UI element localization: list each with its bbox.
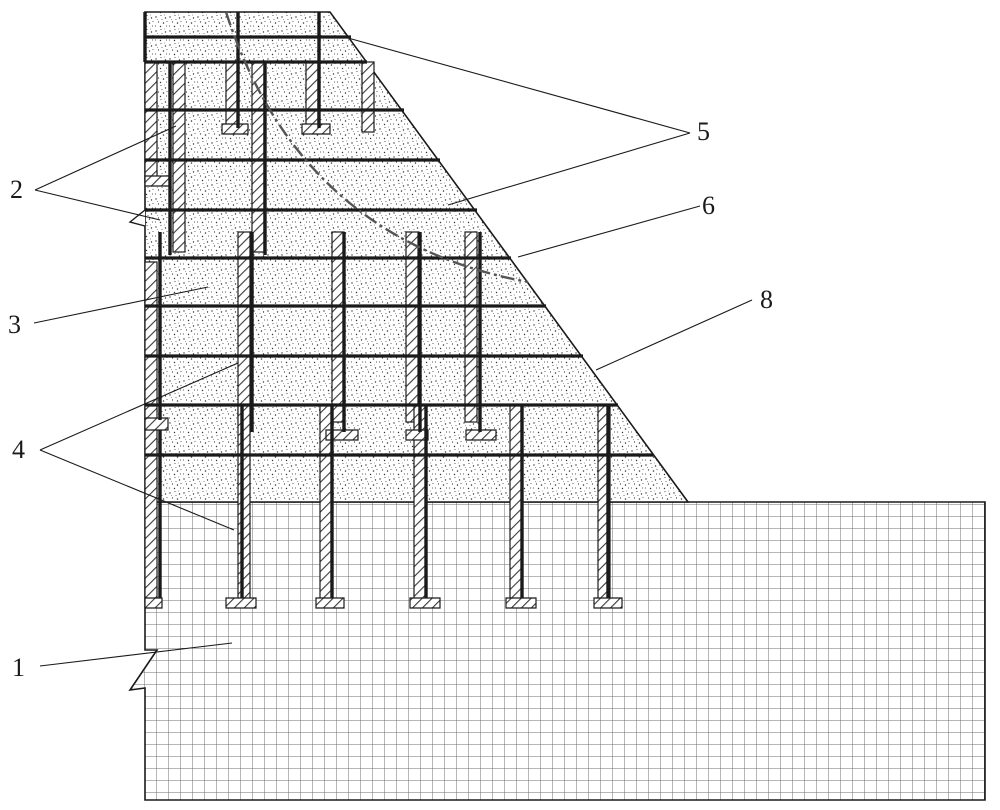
leader-lines [33,37,753,667]
middle-column-d [464,231,478,423]
column-caps [144,123,497,441]
middle-column-a [237,231,251,423]
pile-a [237,404,251,606]
vertical-bars [143,12,610,598]
leader-5a [347,37,691,134]
upper-column-d [305,61,319,133]
leader-5b [447,132,691,206]
callout-4: 4 [12,435,25,464]
face-wall-lower [144,261,158,603]
foundation-ground [128,501,986,801]
face-wall-upper [144,61,158,183]
upper-column-b [225,61,239,133]
upper-column-e [361,61,375,133]
leader-2a [34,125,177,191]
middle-column-c [405,231,419,423]
callout-2: 2 [10,175,23,204]
leader-4b [39,449,235,531]
slip-surface-arc [224,11,529,284]
leader-4a [39,362,239,451]
callout-3: 3 [8,310,21,339]
middle-column-b [331,231,345,423]
pile-footings [144,597,623,609]
leader-8 [595,299,753,371]
leader-6 [517,205,701,258]
leader-1 [39,642,233,667]
wall-face-notch [128,209,146,227]
callout-labels: 1 2 3 4 5 6 8 [8,117,773,682]
leader-3 [33,286,209,324]
callout-6: 6 [702,191,715,220]
callout-8: 8 [760,285,773,314]
pile-d [509,404,523,606]
leader-2b [34,189,161,221]
upper-column-a [172,61,186,253]
callout-5: 5 [697,117,710,146]
callout-1: 1 [12,653,25,682]
